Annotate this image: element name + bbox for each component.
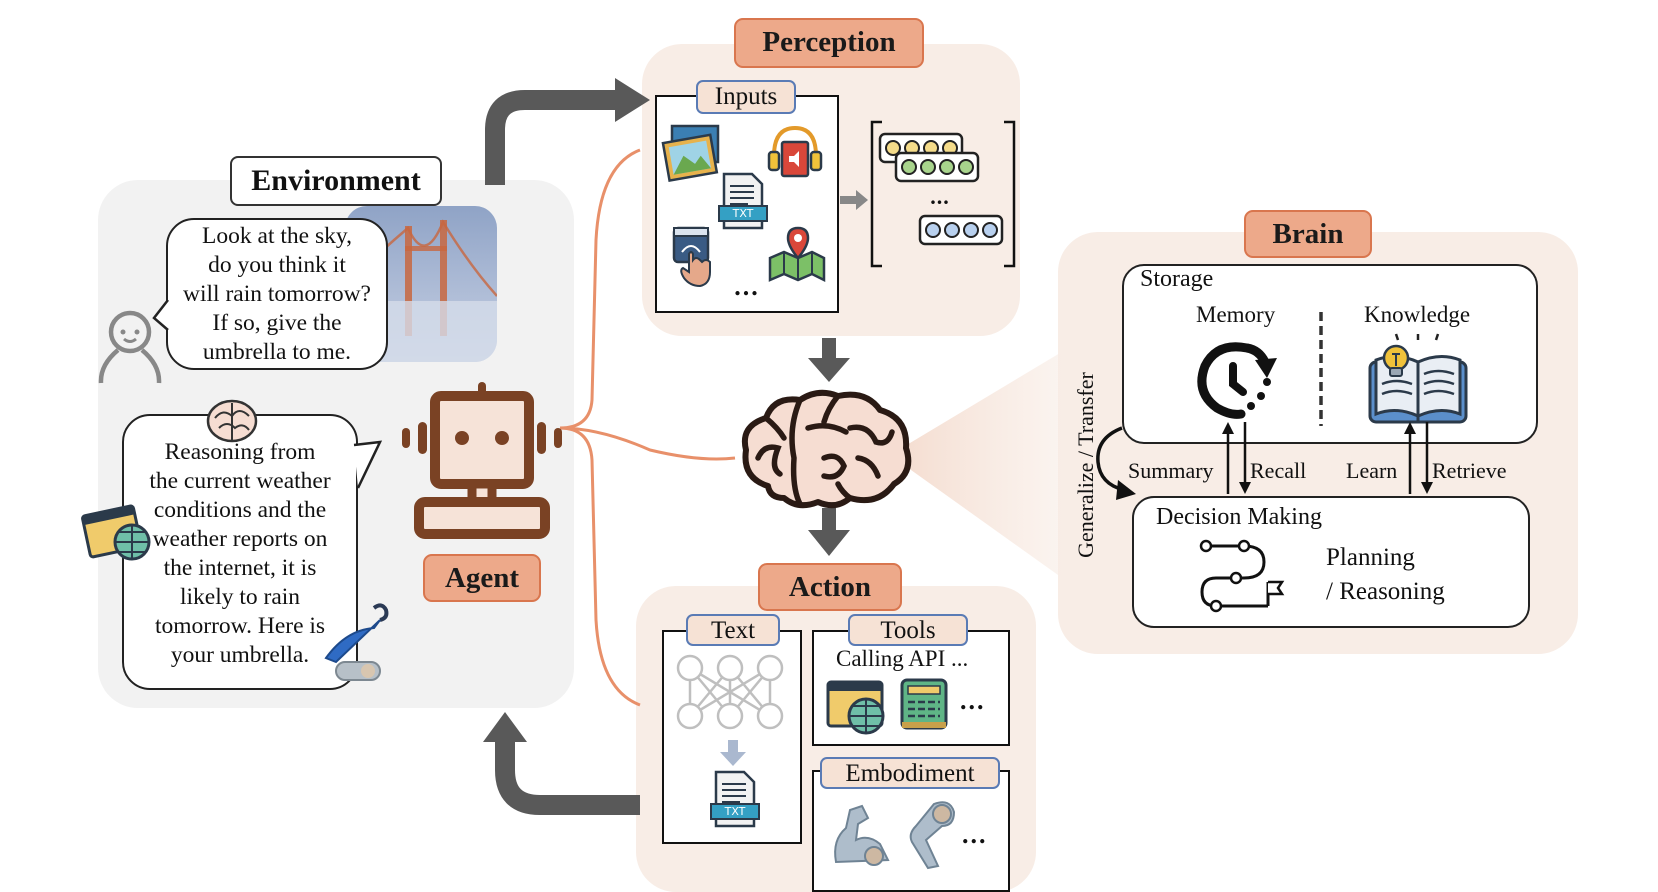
planning-path-icon [1199, 539, 1285, 613]
encoding-arrow-icon [840, 190, 868, 210]
action-title: Action [758, 563, 902, 611]
environment-title: Environment [230, 156, 442, 206]
connector-agent-brain [559, 426, 736, 461]
generalize-arrow [1096, 426, 1136, 500]
knowledge-book-icon [1368, 333, 1468, 424]
response-line: tomorrow. Here is [154, 613, 326, 639]
agent-bubble-tail [353, 440, 383, 489]
response-line: your umbrella. [170, 642, 310, 668]
connector-agent-perception [559, 148, 641, 430]
arrow-action-to-environment [495, 740, 640, 815]
output-text-file-icon [710, 770, 760, 828]
tools-label: Tools [848, 614, 968, 646]
retrieve-label: Retrieve [1432, 458, 1507, 483]
memory-icon [1197, 342, 1277, 419]
decision-making-label: Decision Making [1156, 504, 1322, 530]
image-icon [661, 124, 720, 183]
touch-icon [672, 226, 711, 288]
response-line: likely to rain [179, 584, 301, 610]
arrow-head-environment [483, 712, 527, 742]
user-message-line: do you think it [208, 252, 346, 278]
connector-agent-action [559, 426, 641, 707]
output-txt-badge: TXT [724, 805, 746, 818]
neural-network-icon [676, 654, 784, 730]
embodiment-label: Embodiment [820, 757, 1000, 789]
embedding-bracket [870, 120, 1016, 268]
decision-making-box [1132, 496, 1530, 628]
user-icon [98, 310, 162, 384]
agent-label: Agent [423, 554, 541, 602]
reasoning-label: / Reasoning [1326, 578, 1445, 605]
user-message-line: umbrella to me. [202, 339, 352, 365]
arrow-perception-to-brain [822, 338, 836, 360]
user-message-line: Look at the sky, [202, 223, 352, 249]
recall-label: Recall [1250, 458, 1307, 483]
storage-divider [1319, 312, 1323, 426]
generalize-transfer-label: Generalize / Transfer [1073, 372, 1098, 558]
embedding-vectors [878, 132, 1004, 246]
response-line: conditions and the [153, 497, 327, 523]
user-speech-bubble: Look at the sky, do you think it will ra… [166, 218, 388, 370]
inputs-label: Inputs [696, 80, 796, 114]
text-file-icon [718, 172, 768, 230]
generate-arrow-icon [720, 740, 746, 766]
arrow-brain-to-action [822, 508, 836, 532]
user-bubble-tail [152, 299, 169, 331]
embodiment-box [812, 770, 1010, 892]
text-output-label: Text [686, 614, 780, 646]
robot-leg-icon [909, 801, 956, 870]
response-line: the current weather [149, 468, 331, 494]
embedding-ellipsis: ... [930, 184, 950, 209]
map-icon [768, 226, 826, 283]
brain-icon [742, 389, 912, 509]
embodiment-ellipsis: ... [962, 820, 988, 849]
inputs-ellipsis: ... [734, 272, 760, 301]
small-brain-icon [206, 399, 258, 443]
web-api-icon [826, 680, 885, 735]
planning-label: Planning [1326, 544, 1415, 571]
robot-arm-icon [834, 804, 890, 866]
umbrella-robot-icon [324, 603, 389, 681]
agent-response-bubble: Reasoning from the current weather condi… [122, 414, 358, 690]
storage-decision-arrows [1222, 422, 1433, 494]
arrow-head-perception [615, 78, 650, 122]
user-message-line: If so, give the [212, 310, 342, 336]
perception-title: Perception [734, 18, 924, 68]
response-line: Reasoning from [164, 439, 316, 465]
learn-label: Learn [1346, 458, 1398, 483]
user-message-line: will rain tomorrow? [183, 281, 371, 307]
txt-badge: TXT [732, 207, 754, 220]
storage-box [1122, 264, 1538, 444]
tools-caption: Calling API ... [836, 646, 969, 671]
audio-icon [767, 125, 823, 178]
memory-label: Memory [1196, 302, 1276, 327]
web-browser-icon [81, 504, 151, 561]
response-line: the internet, it is [163, 555, 317, 581]
brain-title: Brain [1244, 210, 1372, 258]
knowledge-label: Knowledge [1364, 302, 1471, 327]
summary-label: Summary [1128, 458, 1214, 483]
storage-label: Storage [1140, 266, 1214, 292]
calculator-icon [900, 678, 948, 730]
arrow-environment-to-perception [485, 90, 618, 185]
robot-icon [402, 382, 562, 539]
response-line: weather reports on [152, 526, 328, 552]
tools-ellipsis: ... [960, 686, 986, 715]
